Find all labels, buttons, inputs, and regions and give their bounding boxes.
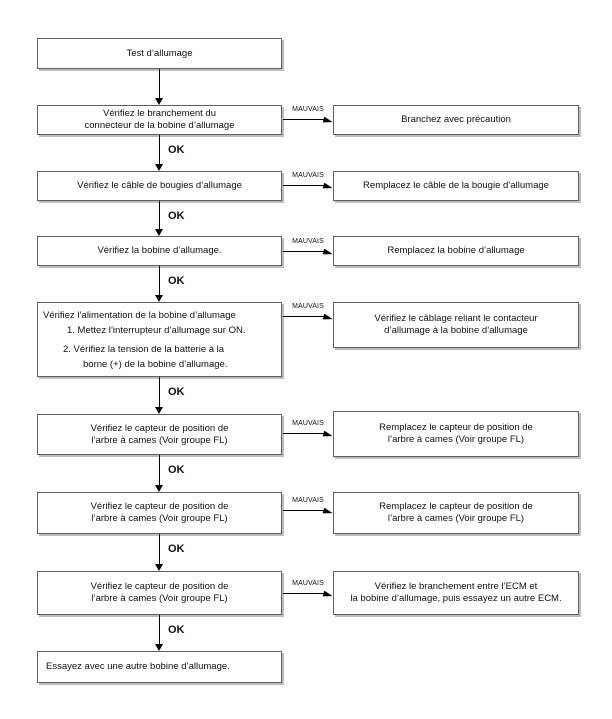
result-box-check-switch-wiring: Vérifiez le câblage reliant le contacteu… xyxy=(333,302,579,348)
box-text-line: l’arbre à cames (Voir groupe FL) xyxy=(387,513,525,524)
down-arrow xyxy=(155,534,164,571)
down-arrow xyxy=(155,377,164,414)
ok-label: OK xyxy=(168,386,185,398)
box-text-line: Essayez avec une autre bobine d’allumage… xyxy=(46,661,230,672)
step-box-check-spark-cable: Vérifiez le câble de bougies d’allumage xyxy=(37,171,282,201)
result-box-connect-carefully: Branchez avec précaution xyxy=(333,105,579,135)
result-box-replace-cam-sensor-2: Remplacez le capteur de position de l’ar… xyxy=(333,492,579,534)
step-box-check-connector: Vérifiez le branchement du connecteur de… xyxy=(37,105,282,135)
mauvais-label: MAUVAIS xyxy=(292,420,324,427)
down-arrow xyxy=(155,455,164,492)
mauvais-label: MAUVAIS xyxy=(292,580,324,587)
result-box-replace-cable: Remplacez le câble de la bougie d’alluma… xyxy=(333,171,579,201)
right-arrow-icon xyxy=(283,314,333,320)
ok-label: OK xyxy=(168,543,185,555)
ok-label: OK xyxy=(168,464,185,476)
box-text-line: l’arbre à cames (Voir groupe FL) xyxy=(91,593,228,604)
box-text-line: Remplacez le câble de la bougie d’alluma… xyxy=(363,180,549,191)
step-box-check-coil-power: Vérifiez l’alimentation de la bobine d’a… xyxy=(37,302,282,377)
mauvais-label: MAUVAIS xyxy=(292,303,324,310)
box-text-line: Remplacez le capteur de position de xyxy=(379,501,533,512)
down-arrow xyxy=(155,135,164,171)
box-text-line: Vérifiez le branchement entre l’ECM et xyxy=(374,581,538,592)
box-text-line: 2. Vérifiez la tension de la batterie à … xyxy=(63,343,225,355)
mauvais-label: MAUVAIS xyxy=(292,238,324,245)
right-arrow-icon xyxy=(283,183,333,189)
step-box-check-cam-sensor-1: Vérifiez le capteur de position de l’arb… xyxy=(37,414,282,455)
down-arrow xyxy=(155,201,164,236)
mauvais-connector: MAUVAIS xyxy=(283,238,333,260)
box-text-line: Vérifiez le capteur de position de xyxy=(90,422,229,434)
box-text-line: Remplacez la bobine d’allumage xyxy=(387,245,525,256)
step-box-check-cam-sensor-2: Vérifiez le capteur de position de l’arb… xyxy=(37,492,282,534)
mauvais-connector: MAUVAIS xyxy=(283,106,333,128)
down-arrow xyxy=(155,615,164,651)
mauvais-label: MAUVAIS xyxy=(292,497,324,504)
ok-label: OK xyxy=(168,144,185,156)
box-text-line: Vérifiez le capteur de position de xyxy=(90,581,229,592)
down-arrow xyxy=(155,69,164,105)
box-text-line: Vérifiez le câble de bougies d’allumage xyxy=(77,180,242,191)
right-arrow-icon xyxy=(283,591,333,597)
box-text-line: Branchez avec précaution xyxy=(401,114,511,125)
right-arrow-icon xyxy=(283,431,333,437)
box-text-line: l’arbre à cames (Voir groupe FL) xyxy=(91,513,228,524)
result-box-replace-coil: Remplacez la bobine d’allumage xyxy=(333,236,579,266)
mauvais-connector: MAUVAIS xyxy=(283,303,333,325)
mauvais-connector: MAUVAIS xyxy=(283,580,333,602)
box-text-line: l’arbre à cames (Voir groupe FL) xyxy=(387,434,525,445)
end-box-try-other-coil: Essayez avec une autre bobine d’allumage… xyxy=(37,651,282,683)
box-text-line: l’arbre à cames (Voir groupe FL) xyxy=(91,434,228,446)
box-text-line: Test d’allumage xyxy=(126,47,193,59)
box-text-line: Remplacez le capteur de position de xyxy=(379,422,533,433)
box-text-line: Vérifiez l’alimentation de la bobine d’a… xyxy=(43,309,236,321)
mauvais-label: MAUVAIS xyxy=(292,106,324,113)
step-box-check-cam-sensor-3: Vérifiez le capteur de position de l’arb… xyxy=(37,571,282,615)
box-text-line: Vérifiez le capteur de position de xyxy=(90,501,229,512)
ok-label: OK xyxy=(168,275,185,287)
ok-label: OK xyxy=(168,210,185,222)
mauvais-connector: MAUVAIS xyxy=(283,420,333,442)
down-arrow xyxy=(155,266,164,302)
box-text-line: Vérifiez le câblage reliant le contacteu… xyxy=(374,313,538,324)
mauvais-label: MAUVAIS xyxy=(292,172,324,179)
mauvais-connector: MAUVAIS xyxy=(283,497,333,519)
mauvais-connector: MAUVAIS xyxy=(283,172,333,194)
right-arrow-icon xyxy=(283,117,333,123)
box-text-line: connecteur de la bobine d’allumage xyxy=(84,120,235,131)
ok-label: OK xyxy=(168,624,185,636)
box-text-line: Vérifiez la bobine d’allumage. xyxy=(97,245,222,256)
box-text-line: d’allumage à la bobine d’allumage xyxy=(384,325,528,336)
box-text-line: borne (+) de la bobine d’allumage. xyxy=(83,358,228,370)
box-text-line: la bobine d’allumage, puis essayez un au… xyxy=(350,593,562,604)
result-box-check-ecm: Vérifiez le branchement entre l’ECM et l… xyxy=(333,571,579,615)
box-text-line: Vérifiez le branchement du xyxy=(102,108,216,119)
right-arrow-icon xyxy=(283,249,333,255)
result-box-replace-cam-sensor-1: Remplacez le capteur de position de l’ar… xyxy=(333,411,579,457)
step-box-check-coil: Vérifiez la bobine d’allumage. xyxy=(37,236,282,266)
box-text-line: 1. Mettez l’interrupteur d’allumage sur … xyxy=(67,324,246,336)
start-box: Test d’allumage xyxy=(37,38,282,69)
right-arrow-icon xyxy=(283,508,333,514)
